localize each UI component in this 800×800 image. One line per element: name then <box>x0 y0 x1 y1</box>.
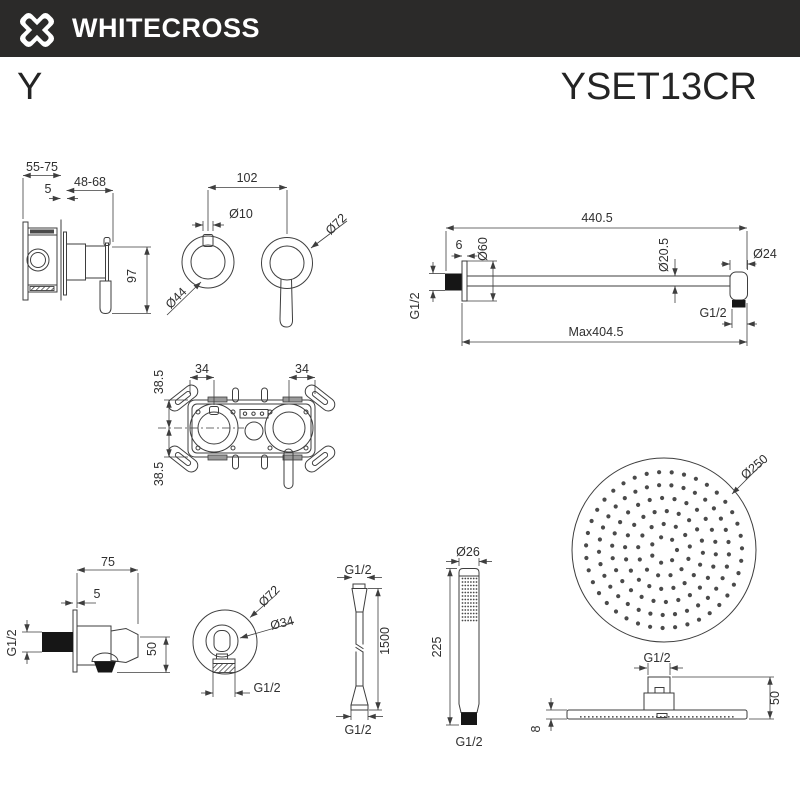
drawing-outlet-holder-side: 75 5 G1/2 50 <box>5 555 170 673</box>
dim-flange-thickness: 6 <box>456 238 463 252</box>
dim-head-diameter: Ø250 <box>738 452 770 482</box>
dim-stem-diameter: Ø10 <box>229 207 253 221</box>
dim-depth-range: 55-75 <box>26 160 58 174</box>
drawing-shower-arm: 440.5 6 Ø60 G1/2 Ø20.5 Ø24 G1/2 <box>408 211 777 346</box>
header-bar: WHITECROSS <box>0 0 800 57</box>
dim-arm-inlet-thread: G1/2 <box>408 292 422 319</box>
dim-outlet-height: 50 <box>145 642 159 656</box>
dim-head-inlet-thread: G1/2 <box>643 651 670 665</box>
drawing-mixer-side-view: 55-75 48-68 5 97 <box>22 160 151 315</box>
handshower-nozzle-dots <box>461 577 478 622</box>
dim-outlet-inlet-thread: G1/2 <box>5 629 19 656</box>
drawing-handshower: Ø26 225 G1/2 <box>430 545 492 749</box>
dim-arm-max-length: Max404.5 <box>569 325 624 339</box>
dim-tube-diameter: Ø20.5 <box>657 238 671 272</box>
dim-arm-outlet-thread: G1/2 <box>699 306 726 320</box>
dim-outlet-plate-thickness: 5 <box>94 587 101 601</box>
dim-plate-gap: 5 <box>45 182 52 196</box>
brand-name: WHITECROSS <box>72 13 261 43</box>
dim-right-offset: 34 <box>295 362 309 376</box>
dim-hose-length: 1500 <box>378 627 392 655</box>
dim-handle-height: 97 <box>125 269 139 283</box>
whitecross-logo-icon <box>19 12 55 47</box>
dim-top-offset: 38.5 <box>152 370 166 394</box>
dim-outlet-plate-diameter: Ø72 <box>256 583 283 610</box>
dim-hose-top-thread: G1/2 <box>344 563 371 577</box>
dim-outlet-thread: G1/2 <box>253 681 280 695</box>
drawing-mixer-front-view: 102 Ø10 Ø44 Ø72 <box>163 171 350 328</box>
head-nozzle-dots <box>584 470 745 631</box>
dim-handle-diameter: Ø72 <box>323 211 350 238</box>
dim-bottom-offset: 38.5 <box>152 462 166 486</box>
dim-handshower-length: 225 <box>430 637 444 658</box>
dim-flange-diameter: Ø60 <box>476 237 490 261</box>
dim-left-offset: 34 <box>195 362 209 376</box>
drawing-hose: G1/2 1500 G1/2 <box>336 563 392 737</box>
dim-handshower-diameter: Ø26 <box>456 545 480 559</box>
drawing-head-side: G1/2 50 8 <box>529 651 782 732</box>
drawing-outlet-holder-front: G1/2 Ø72 Ø34 <box>192 583 295 697</box>
dim-knob-diameter: Ø44 <box>163 285 190 312</box>
dim-body-depth-range: 48-68 <box>74 175 106 189</box>
dim-end-diameter: Ø24 <box>753 247 777 261</box>
drawing-rough-in-valve: 34 34 38.5 38.5 <box>152 362 336 489</box>
dim-centers-spacing: 102 <box>237 171 258 185</box>
dim-head-thickness: 8 <box>529 725 543 732</box>
dim-handshower-thread: G1/2 <box>455 735 482 749</box>
series-title: Y <box>17 66 43 108</box>
drawing-head-front: Ø250 <box>571 452 771 643</box>
model-code: YSET13CR <box>560 66 757 108</box>
dim-arm-total-length: 440.5 <box>581 211 612 225</box>
dim-outlet-depth: 75 <box>101 555 115 569</box>
dim-hose-bottom-thread: G1/2 <box>344 723 371 737</box>
